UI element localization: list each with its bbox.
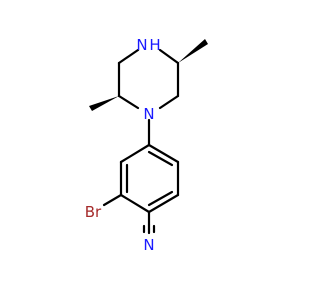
piperazine-ring — [117, 48, 180, 110]
benzene-ring — [119, 143, 180, 214]
atom-label-nh-h: H — [149, 36, 160, 54]
atom-label-nitrile-n: N — [143, 236, 154, 254]
atom-label-n1: N — [143, 105, 154, 123]
bond-ar1-ar2 — [119, 143, 151, 164]
nitrile-group — [142, 210, 156, 235]
bond-ar6-ar1 — [147, 143, 180, 164]
bond-ar3-br — [102, 193, 123, 207]
bond-ar4-ar5-inner — [147, 190, 174, 207]
bond-ar6-ar1-inner — [147, 150, 174, 167]
wedge-methyl-c2 — [89, 96, 119, 111]
bond-n1-ch2 — [158, 94, 180, 110]
bond-c5-nh — [158, 48, 180, 65]
atom-label-br: Br — [85, 203, 102, 221]
bond-nh-ch2 — [117, 48, 140, 65]
atom-label-nh-n: N — [136, 36, 147, 54]
bond-c2-n1 — [117, 94, 140, 110]
wedge-methyl-c5 — [178, 39, 208, 63]
bond-ar3-ar4 — [119, 193, 151, 214]
structure-diagram: N H N Br N — [85, 36, 208, 254]
molecule-canvas: N H N Br N — [85, 36, 208, 254]
bond-ar4-ar5 — [147, 193, 180, 214]
